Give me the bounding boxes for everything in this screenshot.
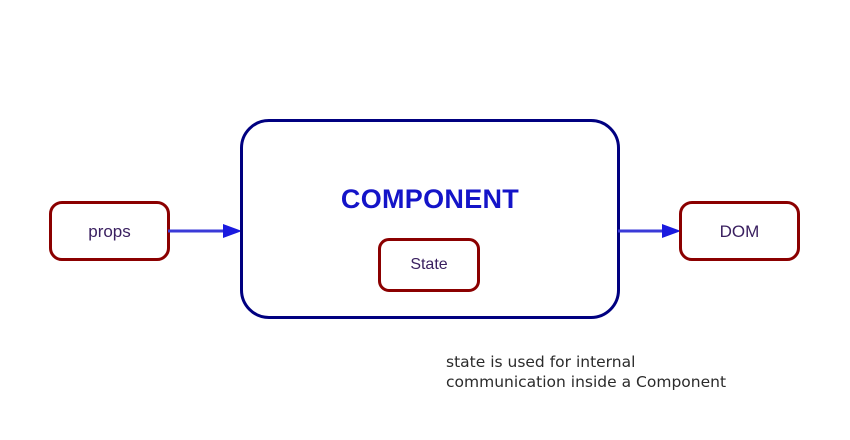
- node-state: State: [378, 238, 480, 292]
- node-dom: DOM: [679, 201, 800, 261]
- component-to-dom-arrow: [618, 224, 681, 238]
- node-state-label: State: [410, 256, 448, 273]
- props-to-component-arrow: [168, 224, 242, 238]
- diagram-caption: state is used for internal communication…: [446, 353, 727, 391]
- node-dom-label: DOM: [719, 221, 760, 241]
- node-component-title: COMPONENT: [340, 184, 520, 214]
- node-props-label: props: [88, 221, 131, 241]
- node-props: props: [49, 201, 170, 261]
